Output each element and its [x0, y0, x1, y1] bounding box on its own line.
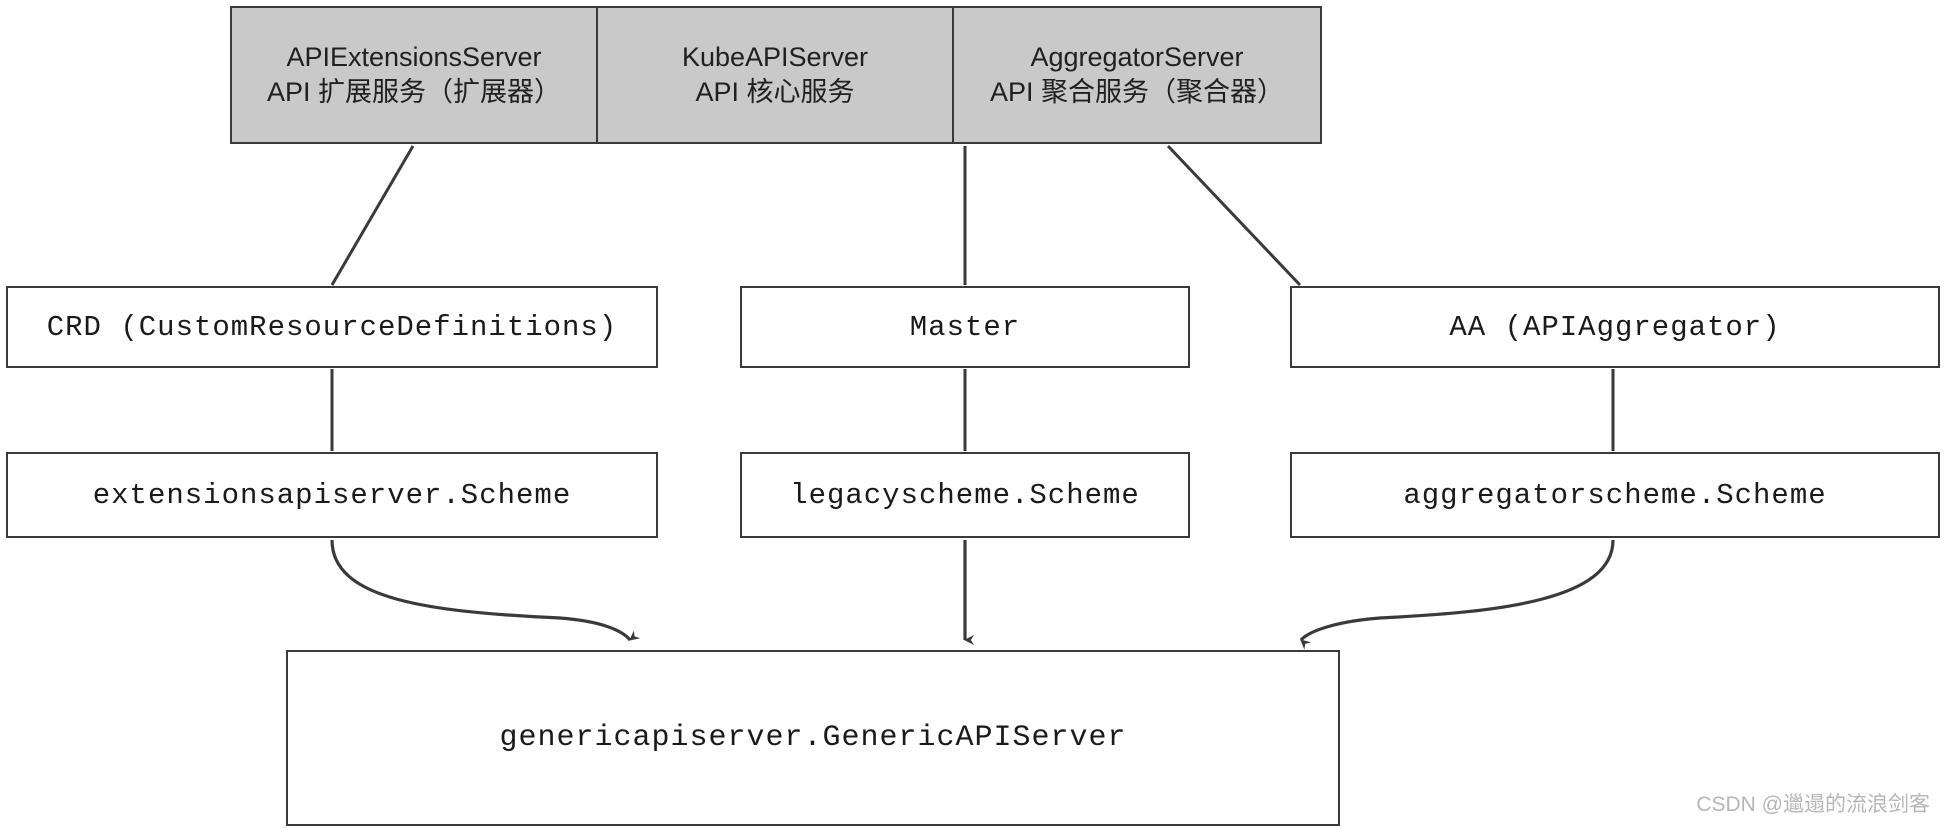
- arrow-extensions-scheme-to-generic: [330, 539, 641, 642]
- line-apiextensions-to-crd: [330, 145, 415, 286]
- watermark: CSDN @邋遢的流浪剑客: [1696, 793, 1930, 816]
- server-name-en: AggregatorServer: [1030, 42, 1244, 73]
- box-master[interactable]: Master: [740, 286, 1190, 368]
- box-crd[interactable]: CRD (CustomResourceDefinitions): [6, 286, 658, 368]
- box-genericapiserver[interactable]: genericapiserver.GenericAPIServer: [286, 650, 1340, 826]
- server-name-cn: API 聚合服务（聚合器）: [989, 77, 1285, 107]
- server-name-cn: API 核心服务: [695, 77, 855, 107]
- server-name-en: APIExtensionsServer: [286, 42, 542, 73]
- arrow-aggregator-scheme-to-generic: [1299, 539, 1615, 650]
- box-legacyscheme-scheme[interactable]: legacyscheme.Scheme: [740, 452, 1190, 538]
- server-name-en: KubeAPIServer: [681, 42, 869, 73]
- server-cell-apiextensionsserver[interactable]: APIExtensionsServer API 扩展服务（扩展器）: [232, 8, 598, 142]
- server-name-cn: API 扩展服务（扩展器）: [266, 77, 562, 107]
- box-extensionsapiserver-scheme[interactable]: extensionsapiserver.Scheme: [6, 452, 658, 538]
- server-cell-kubeapiserver[interactable]: KubeAPIServer API 核心服务: [598, 8, 954, 142]
- line-aggregator-to-aa: [1166, 144, 1302, 287]
- server-cell-aggregatorserver[interactable]: AggregatorServer API 聚合服务（聚合器）: [954, 8, 1320, 142]
- server-bar: APIExtensionsServer API 扩展服务（扩展器） KubeAP…: [230, 6, 1322, 144]
- box-aa[interactable]: AA (APIAggregator): [1290, 286, 1940, 368]
- box-aggregatorscheme-scheme[interactable]: aggregatorscheme.Scheme: [1290, 452, 1940, 538]
